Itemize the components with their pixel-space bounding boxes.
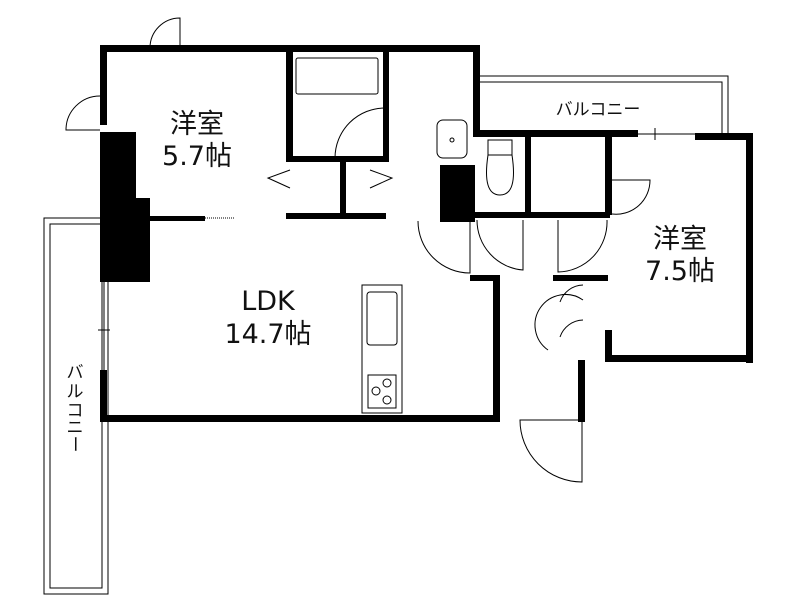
toilet-icon	[486, 139, 514, 196]
doors	[65, 17, 651, 483]
svg-text:ー: ー	[64, 436, 84, 453]
window-ldk	[98, 282, 110, 370]
balcony-top	[475, 75, 729, 135]
kitchen-counter	[361, 284, 403, 414]
balcony-top-label: バルコニー	[556, 100, 641, 120]
room2-name: 洋室	[653, 224, 707, 255]
balcony-left-label: バ ル コ ニ ー	[64, 363, 84, 453]
room1-size: 5.7帖	[162, 141, 232, 172]
svg-text:ニ: ニ	[67, 418, 84, 438]
room1-name: 洋室	[170, 109, 224, 140]
pillar-left-lower	[100, 198, 150, 282]
sink-icon	[366, 291, 398, 346]
ldk-name: LDK	[241, 286, 296, 317]
pillar-center	[440, 165, 475, 222]
svg-text:バ: バ	[67, 363, 84, 383]
svg-text:コ: コ	[67, 401, 84, 421]
walls	[100, 45, 753, 422]
window-room2	[638, 128, 695, 140]
room2-size: 7.5帖	[645, 256, 715, 287]
ldk-size: 14.7帖	[224, 319, 311, 350]
bathtub-icon	[295, 57, 379, 95]
svg-text:ル: ル	[67, 382, 84, 402]
